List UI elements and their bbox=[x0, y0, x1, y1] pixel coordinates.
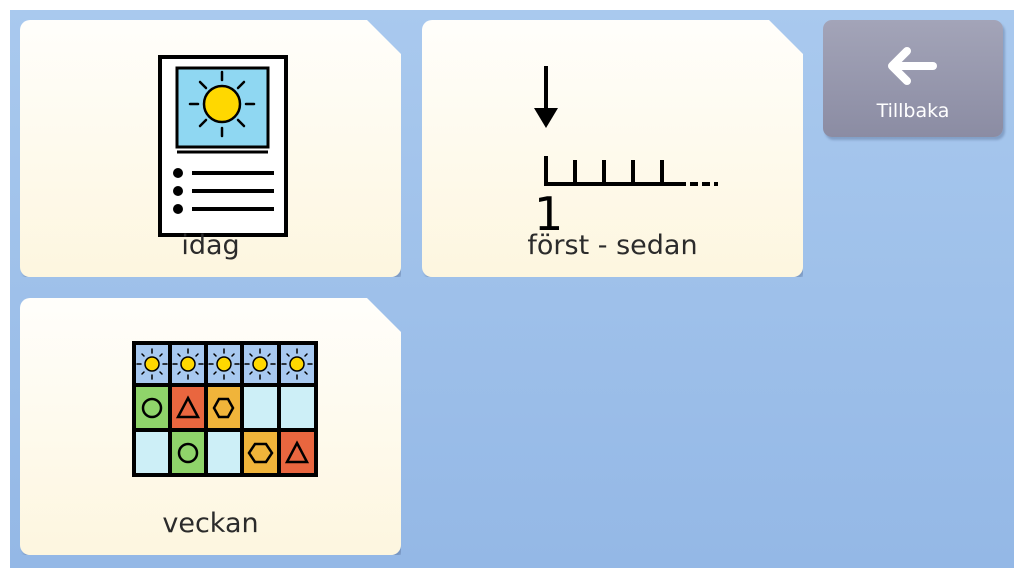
board: idag 1 först - sedan bbox=[10, 10, 1014, 568]
arrow-left-icon bbox=[888, 47, 937, 85]
tile-forst-sedan[interactable]: 1 först - sedan bbox=[422, 20, 803, 277]
tile-veckan[interactable]: veckan bbox=[20, 298, 401, 555]
day-schedule-icon bbox=[158, 55, 288, 237]
tile-idag[interactable]: idag bbox=[20, 20, 401, 277]
back-button[interactable]: Tillbaka bbox=[823, 20, 1003, 137]
tile-label: idag bbox=[181, 230, 240, 261]
week-schedule-icon bbox=[132, 341, 318, 477]
first-then-timeline-icon: 1 bbox=[534, 66, 718, 241]
tile-label: först - sedan bbox=[527, 230, 698, 261]
back-button-label: Tillbaka bbox=[876, 100, 950, 122]
timeline-number: 1 bbox=[534, 187, 563, 241]
tile-label: veckan bbox=[162, 508, 259, 539]
